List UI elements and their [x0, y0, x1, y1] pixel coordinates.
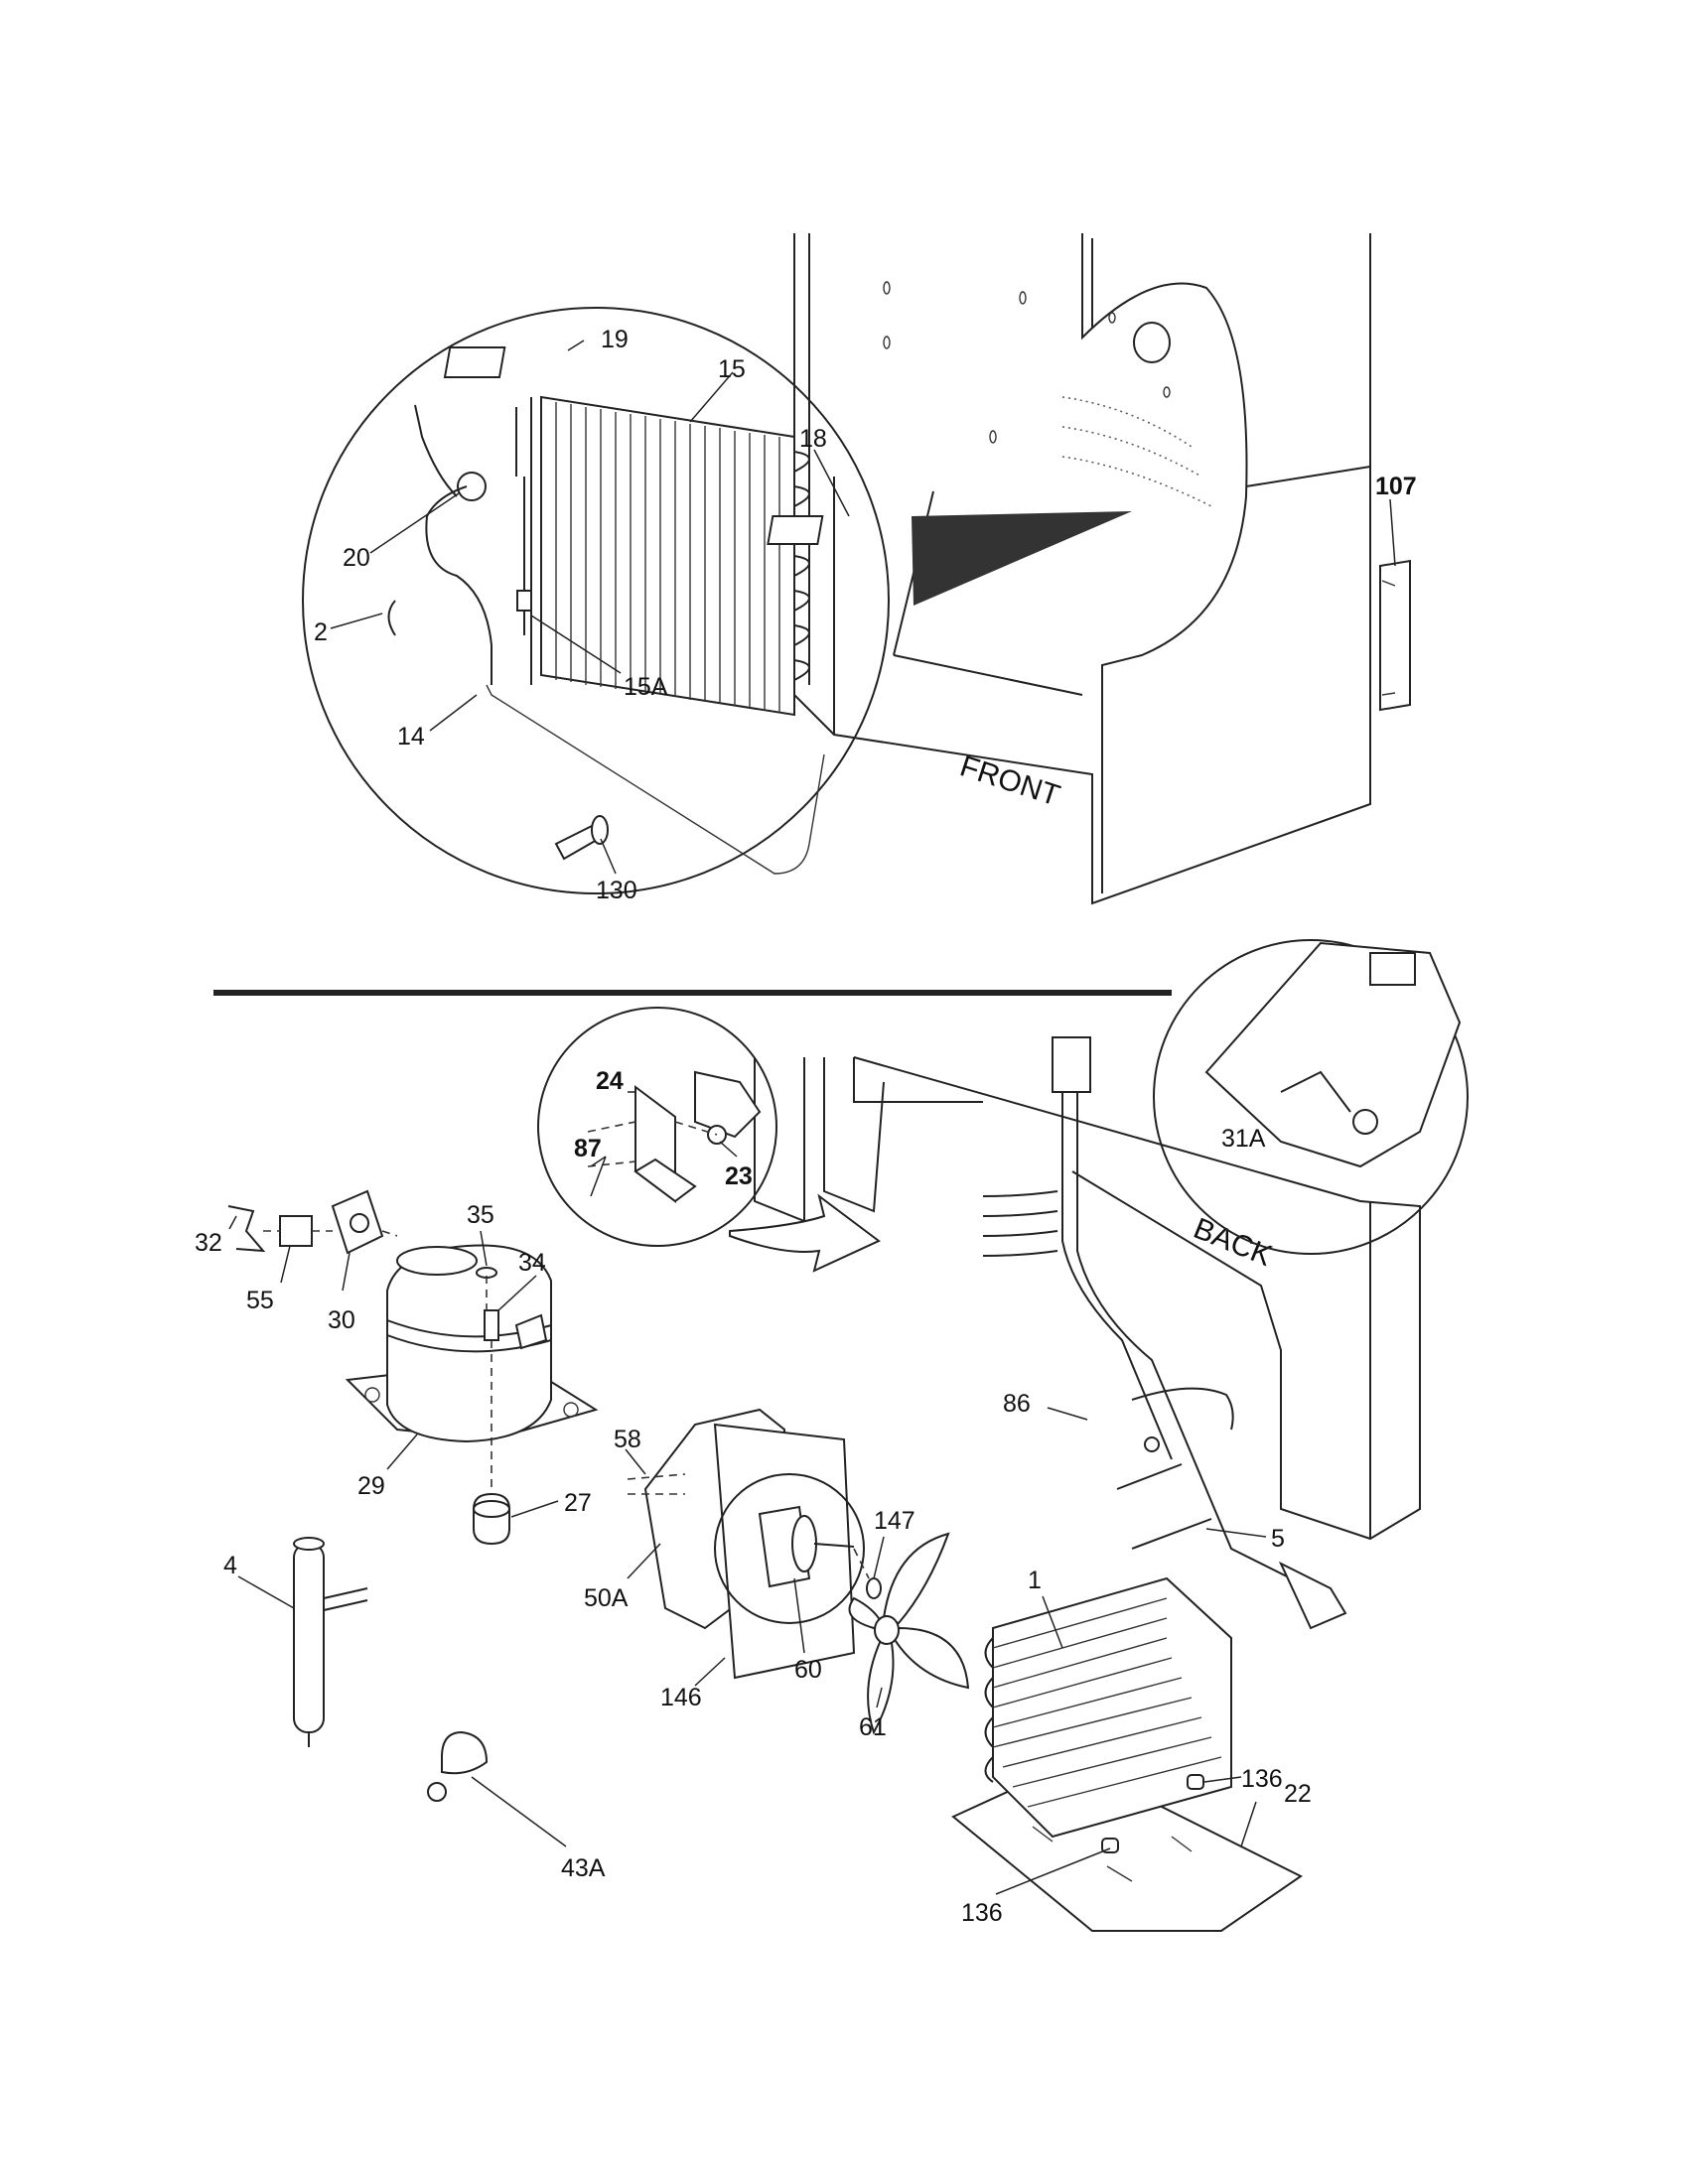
callout-60: 60	[794, 1656, 822, 1684]
callout-87: 87	[574, 1135, 602, 1162]
callout-23: 23	[725, 1162, 753, 1190]
callout-29: 29	[357, 1472, 385, 1500]
condenser-fan-motor-60	[758, 1505, 855, 1588]
callout-43a: 43A	[561, 1854, 606, 1882]
callout-136-upper: 136	[1241, 1765, 1283, 1793]
wiring-harness	[982, 1036, 1347, 1630]
grommet-27	[473, 1492, 510, 1546]
callout-leaders	[228, 340, 1396, 1895]
callout-5: 5	[1271, 1525, 1285, 1553]
spacer-136-upper	[1187, 1774, 1204, 1790]
wire-clip-2	[387, 600, 396, 636]
overload-30	[331, 1189, 384, 1255]
connector-32	[227, 1205, 266, 1253]
callout-136-lower: 136	[961, 1899, 1003, 1927]
foam-block-19	[443, 346, 506, 378]
drain-heater-14	[486, 684, 825, 875]
clamp-43a	[427, 1730, 489, 1802]
cabinet-label-back: BACK	[1189, 1212, 1276, 1273]
filter-drier-4	[293, 1537, 368, 1747]
drain-tube-130	[554, 815, 609, 861]
callout-19: 19	[601, 326, 629, 353]
callout-31a: 31A	[1221, 1125, 1266, 1153]
callout-20: 20	[343, 544, 370, 572]
callout-15a: 15A	[624, 673, 668, 701]
callout-32: 32	[195, 1229, 222, 1257]
evaporator-location-pointer	[912, 511, 1132, 606]
fan-blade-retainer-147	[866, 1577, 882, 1599]
icemaker-connector-31a	[1204, 941, 1462, 1168]
callout-50a: 50A	[584, 1584, 629, 1612]
callout-147: 147	[874, 1507, 915, 1535]
defrost-timer-detail-circle	[537, 1007, 777, 1247]
condenser-coil-1	[984, 1576, 1232, 1839]
callout-24: 24	[596, 1067, 624, 1095]
callout-34: 34	[518, 1249, 546, 1277]
defrost-timer-23	[694, 1070, 762, 1145]
cabinet-label-front: FRONT	[956, 750, 1063, 812]
freezer-cabinet-drawing	[793, 233, 1411, 905]
compressor-29	[345, 1244, 599, 1443]
foam-block-18	[767, 515, 824, 545]
callout-2: 2	[314, 618, 328, 646]
evaporator-detail-circle	[302, 307, 890, 894]
fan-blade-61	[848, 1532, 970, 1735]
callout-146: 146	[660, 1684, 702, 1711]
defrost-thermostat	[414, 404, 492, 685]
callout-22: 22	[1284, 1780, 1312, 1808]
icemaker-connector-detail-circle	[1153, 939, 1469, 1255]
relay-55	[279, 1215, 313, 1247]
callout-55: 55	[246, 1287, 274, 1314]
callout-27: 27	[564, 1489, 592, 1517]
callout-30: 30	[328, 1306, 355, 1334]
machine-compartment-back	[754, 1056, 1421, 1541]
callout-61: 61	[859, 1713, 887, 1741]
callout-86: 86	[1003, 1390, 1031, 1418]
spacer-136-lower	[1101, 1838, 1119, 1853]
mounting-sleeve-34	[484, 1309, 499, 1341]
timer-bracket-24	[633, 1085, 697, 1203]
callout-4: 4	[223, 1552, 237, 1579]
callout-130: 130	[596, 877, 637, 904]
callout-14: 14	[397, 723, 425, 751]
callout-18: 18	[799, 425, 827, 453]
callout-35: 35	[467, 1201, 494, 1229]
callout-107: 107	[1375, 473, 1417, 500]
defrost-heater-15a	[516, 477, 532, 635]
callout-58: 58	[614, 1426, 641, 1453]
detail-arrow	[729, 1193, 881, 1273]
callout-1: 1	[1028, 1567, 1042, 1594]
callout-15: 15	[718, 355, 746, 383]
evaporator-coil	[515, 395, 810, 717]
